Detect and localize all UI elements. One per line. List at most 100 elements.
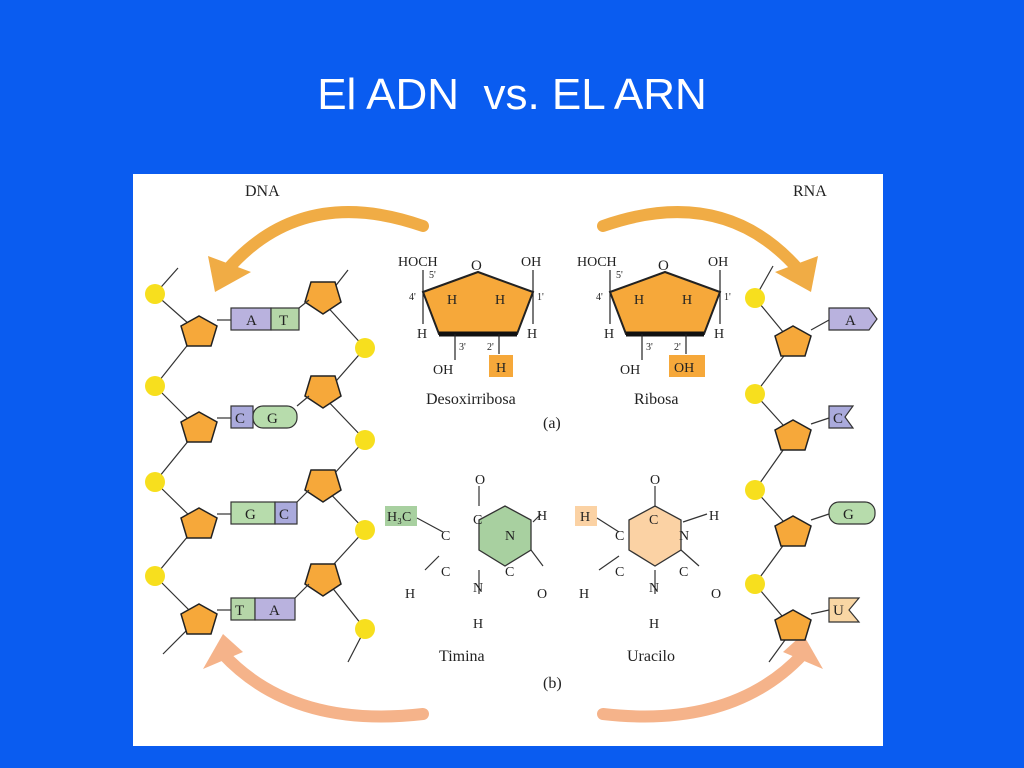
dna-base-letter: A	[246, 313, 257, 329]
carbon-2: 2'	[487, 342, 494, 353]
svg-text:HOCH: HOCH	[398, 255, 438, 270]
rna-backbone	[754, 265, 794, 663]
arrow-bottom-right	[597, 648, 809, 723]
substituent-box	[385, 506, 417, 526]
glycosidic-bond	[296, 395, 310, 407]
dna-base-letter: A	[269, 603, 280, 619]
label-bottom-left: OH	[620, 363, 640, 378]
dna-base-pair-4: T A	[217, 583, 310, 621]
base-block-A	[828, 307, 878, 331]
sugar-ring	[421, 270, 535, 335]
label-top-right: OH	[521, 255, 541, 270]
atom-h: H	[709, 509, 719, 524]
bond	[598, 555, 620, 571]
carbon-5: 5'	[429, 270, 436, 281]
dna-phosphates-right	[355, 338, 375, 639]
phosphate	[355, 520, 375, 540]
atom-h: H	[537, 509, 547, 524]
panel-label-b: (b)	[543, 675, 562, 692]
dna-sugars-left	[180, 315, 218, 635]
ring-h: H	[682, 293, 692, 308]
atom-c: C	[615, 529, 624, 544]
phosphate	[145, 472, 165, 492]
carbon-4: 4'	[596, 292, 603, 303]
atom-h: H	[579, 587, 589, 602]
substituent-label: H₃C	[387, 510, 411, 525]
phosphate	[745, 384, 765, 404]
atom-n: N	[473, 581, 483, 596]
rna-base-letter: G	[843, 507, 854, 523]
atom-n: N	[679, 529, 689, 544]
atom-c: C	[441, 529, 450, 544]
base-block-G	[828, 501, 876, 525]
bond	[596, 517, 620, 533]
outer-h: H	[714, 327, 724, 342]
phosphate	[355, 338, 375, 358]
sugar-pentagon	[180, 411, 218, 443]
sugar-pentagon	[304, 281, 342, 315]
base-block-U	[828, 597, 861, 623]
atom-h: H	[649, 617, 659, 632]
sugar-pentagon	[774, 419, 812, 451]
phosphate	[355, 619, 375, 639]
dna-base-letter: G	[245, 507, 256, 523]
dna-left-backbone	[154, 267, 199, 655]
ring-h: H	[634, 293, 644, 308]
carbon-4: 4'	[409, 292, 416, 303]
glycosidic-bond	[810, 319, 830, 331]
arrow-top-left	[222, 206, 429, 275]
phosphate	[145, 284, 165, 304]
atom-c: C	[679, 565, 688, 580]
atom-c: C	[649, 513, 658, 528]
ribose-structure: HOCH O OH 5' 4' 1' 3' 2' H H H H OH OH R…	[577, 255, 731, 408]
rna-base-letter: A	[845, 313, 856, 329]
glycosidic-bond	[810, 513, 830, 521]
base-block-A	[254, 597, 296, 621]
sugar-pentagon	[774, 609, 812, 641]
arrow-top-right-head	[775, 256, 818, 292]
glycosidic-bond	[296, 489, 310, 503]
atom-n: N	[505, 529, 515, 544]
sugar-pentagon	[304, 563, 342, 597]
base-block-C	[828, 405, 855, 429]
atom-c: C	[441, 565, 450, 580]
dna-base-letter: C	[279, 507, 289, 523]
sugar-pentagon	[304, 375, 342, 409]
dna-label: DNA	[245, 183, 280, 200]
ring-oxygen: O	[471, 258, 482, 274]
label-bottom-right: OH	[674, 361, 694, 376]
base-name: Timina	[439, 648, 485, 665]
dna-base-pair-2: C G	[217, 395, 310, 429]
sugar-pentagon	[774, 325, 812, 357]
sugar-name: Desoxirribosa	[426, 391, 516, 408]
carbon-1: 1'	[724, 292, 731, 303]
substituent-label: H	[580, 510, 590, 525]
glycosidic-bond	[298, 299, 310, 309]
dna-sugars-right	[304, 281, 342, 597]
panel-label-a: (a)	[543, 415, 561, 432]
dna-base-letter: G	[267, 411, 278, 427]
rna-base-letter: C	[833, 411, 843, 427]
dna-base-pair-1: A T	[217, 299, 310, 331]
deoxyribose-structure: HOCH O OH 5' 4' 1' 3' 2' H H H H OH H De…	[398, 255, 544, 408]
bond	[424, 555, 440, 571]
rna-phosphates	[745, 288, 765, 594]
base-block-G	[252, 405, 298, 429]
outer-h: H	[604, 327, 614, 342]
atom-n: N	[649, 581, 659, 596]
atom-h: H	[473, 617, 483, 632]
substituent-box	[575, 506, 597, 526]
phosphate	[745, 288, 765, 308]
sugar-pentagon	[180, 315, 218, 347]
bond	[530, 549, 544, 567]
slide-title: El ADN vs. EL ARN	[317, 70, 707, 119]
carbon-2: 2'	[674, 342, 681, 353]
outer-h: H	[417, 327, 427, 342]
rna-base-letter: U	[833, 603, 844, 619]
bond	[682, 513, 708, 523]
label-bottom-left: OH	[433, 363, 453, 378]
label-top-right: OH	[708, 255, 728, 270]
figure-canvas: DNA RNA	[145, 183, 878, 723]
phosphate	[355, 430, 375, 450]
dna-base-letter: T	[235, 603, 244, 619]
